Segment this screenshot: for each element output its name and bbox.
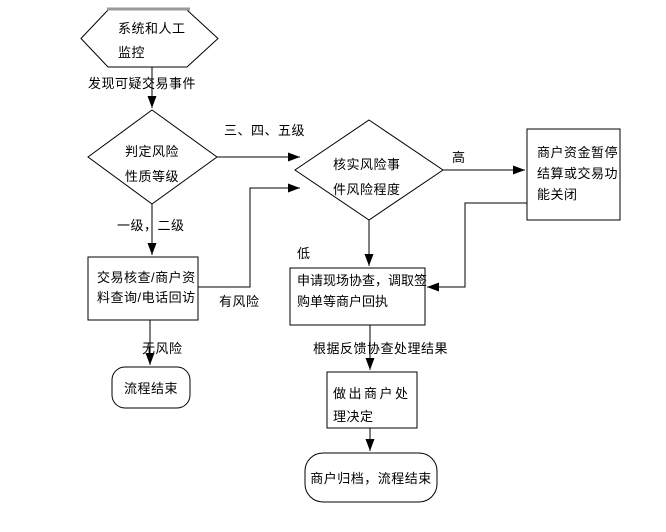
edge-label-level-3-4-5: 三、四、五级 — [224, 123, 306, 138]
suspend-settlement-label: 商户资金暂停结算或交易功能关闭 — [537, 145, 619, 202]
process-onsite-investigation — [289, 267, 426, 326]
process-transaction-check — [87, 256, 199, 321]
edge-suspend-to-onsite — [427, 202, 527, 292]
terminator-end-bottom — [304, 452, 438, 503]
transaction-check-label: 交易核查/商户资料查询/电话回访 — [97, 270, 196, 305]
edge-label-high: 高 — [452, 150, 466, 165]
edge-label-feedback-result: 根据反馈协查处理结果 — [313, 341, 449, 356]
process-merchant-decision — [326, 371, 418, 429]
edge-label-has-risk: 有风险 — [219, 294, 260, 309]
edge-label-no-risk: 无风险 — [142, 341, 183, 356]
verify-risk-degree-label: 核实风险事件风险程度 — [333, 157, 401, 197]
process-suspend-settlement — [526, 128, 621, 221]
edge-label-level-1-2: 一级，二级 — [117, 218, 185, 233]
end-bottom-label: 商户归档，流程结束 — [310, 471, 432, 486]
monitor-label: 系统和人工监控 — [118, 21, 186, 60]
terminator-end-left — [111, 366, 191, 409]
end-left-label: 流程结束 — [123, 381, 178, 396]
edge-label-suspicious-event: 发现可疑交易事件 — [88, 76, 197, 91]
onsite-investigation-label: 申请现场协查，调取签购单等商户回执 — [297, 273, 428, 309]
merchant-decision-label: 做出商户处理决定 — [333, 386, 411, 424]
edge-check-to-verify-has-risk — [198, 183, 300, 288]
judge-risk-level-label: 判定风险性质等级 — [125, 144, 180, 184]
edge-label-low: 低 — [297, 246, 311, 261]
